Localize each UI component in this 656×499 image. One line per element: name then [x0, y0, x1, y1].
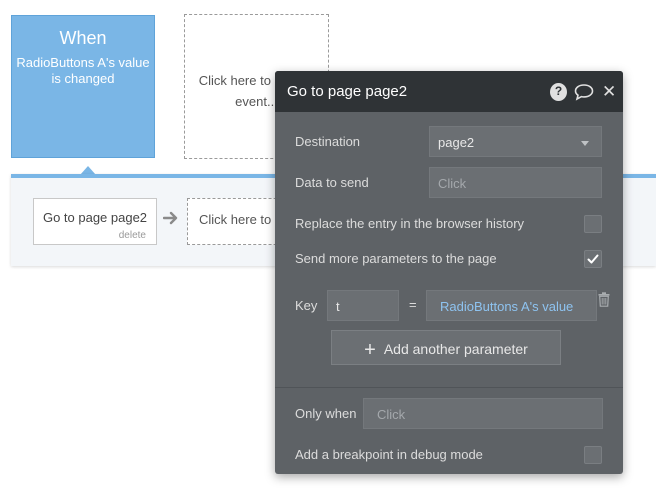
question-circle-icon[interactable]: ? [550, 83, 567, 101]
destination-value: page2 [438, 135, 475, 150]
close-icon[interactable]: ✕ [602, 82, 617, 101]
event-card[interactable]: When RadioButtons A's value is changed [11, 15, 155, 158]
key-input[interactable]: t [327, 290, 399, 321]
destination-label: Destination [295, 134, 361, 149]
chevron-down-icon [581, 141, 589, 146]
only-when-label: Only when [295, 406, 357, 421]
add-parameter-label: Add another parameter [383, 341, 528, 357]
event-description: RadioButtons A's value is changed [16, 55, 150, 86]
divider [275, 387, 623, 388]
equals-sign: = [409, 297, 417, 312]
data-to-send-placeholder: Click [438, 176, 467, 191]
destination-dropdown[interactable]: page2 [429, 126, 602, 157]
add-parameter-button[interactable]: + Add another parameter [331, 330, 561, 365]
data-to-send-field[interactable]: Click [429, 167, 602, 198]
param-value: RadioButtons A's value [440, 299, 574, 314]
replace-history-checkbox[interactable] [584, 215, 602, 233]
speech-bubble-icon[interactable] [574, 83, 594, 101]
replace-history-label: Replace the entry in the browser history [295, 216, 525, 231]
send-params-label: Send more parameters to the page [295, 251, 497, 266]
action-delete-link[interactable]: delete [118, 230, 146, 241]
plus-icon: + [364, 339, 376, 361]
key-label: Key [295, 298, 318, 313]
param-value-field[interactable]: RadioButtons A's value [426, 290, 597, 321]
breakpoint-checkbox[interactable] [584, 446, 602, 464]
popup-title: Go to page page2 [287, 83, 408, 100]
event-title: When [59, 28, 107, 48]
trash-icon[interactable] [598, 292, 610, 307]
popup-header: Go to page page2 ? ✕ [275, 71, 623, 112]
arrow-right-icon [163, 211, 178, 225]
data-to-send-label: Data to send [295, 175, 369, 190]
property-editor-popup: Go to page page2 ? ✕ Destination page2 D… [275, 71, 623, 474]
checkmark-icon [587, 254, 599, 264]
event-pointer [80, 166, 96, 175]
only-when-field[interactable]: Click [363, 398, 603, 429]
action-label: Go to page page2 [42, 210, 148, 225]
key-value: t [336, 299, 340, 314]
send-params-checkbox[interactable] [584, 250, 602, 268]
breakpoint-label: Add a breakpoint in debug mode [295, 447, 483, 462]
only-when-placeholder: Click [377, 407, 406, 422]
action-card-go-to-page[interactable]: Go to page page2 delete [33, 198, 157, 245]
